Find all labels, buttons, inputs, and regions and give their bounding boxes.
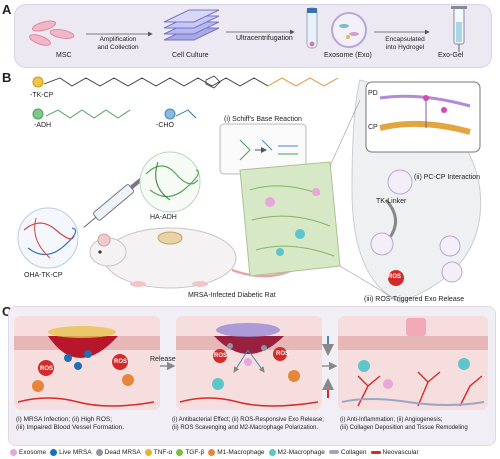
m1-macrophage-icon xyxy=(208,448,216,456)
label-exo-gel: Exo-Gel xyxy=(438,52,464,59)
exosome-icon xyxy=(10,448,17,456)
legend-item-m2: M2-Macrophage xyxy=(268,448,325,456)
label-pd: PD xyxy=(368,90,378,97)
tnf-icon xyxy=(144,448,152,456)
oha-tk-cp-network-icon xyxy=(17,207,79,269)
centrifuge-tube-icon xyxy=(306,7,318,49)
panel-label-c: C xyxy=(2,304,12,319)
collagen-icon xyxy=(328,450,339,454)
tissue-treatment-icon xyxy=(176,316,322,410)
label-msc: MSC xyxy=(56,52,72,59)
label-ros-b: ROS xyxy=(388,274,402,280)
label-ros-release: (iii) ROS-Triggered Exo Release xyxy=(364,296,465,303)
ha-adh-network-icon xyxy=(139,151,201,213)
caption-treatment: (i) Antibacterial Effect; (ii) ROS-Respo… xyxy=(172,417,324,431)
tk-cp-structure-icon xyxy=(32,75,339,89)
schiff-reaction-box xyxy=(219,123,307,175)
dead-mrsa-icon xyxy=(95,448,103,456)
mechanism-zoom-circle xyxy=(351,79,482,303)
zoom-line-top xyxy=(329,99,361,167)
syringe-icon xyxy=(451,6,467,52)
neovascular-icon xyxy=(370,450,381,454)
label-amplification: Amplification and Collection xyxy=(97,36,139,51)
adh-structure-icon xyxy=(32,108,131,120)
m2-macrophage-icon xyxy=(268,448,276,456)
tgf-icon xyxy=(176,448,184,456)
tissue-infected-icon xyxy=(14,316,160,410)
label-tk-linker: TK-Linker xyxy=(376,198,407,205)
label-release: Release xyxy=(150,356,176,363)
label-tk-cp: -TK-CP xyxy=(30,92,54,99)
label-ros-c1: ROS xyxy=(40,366,54,372)
cho-structure-icon xyxy=(164,108,197,120)
legend-item-neovascular: Neovascular xyxy=(370,449,419,456)
gel-block-zoom-icon xyxy=(239,161,341,277)
caption-infected: (i) MRSA Infection; (ii) High ROS; (iii)… xyxy=(16,416,125,431)
label-encapsulated: Encapsulated into Hydrogel xyxy=(385,36,425,51)
label-cell-culture: Cell Culture xyxy=(172,52,209,59)
label-ros-c3: ROS xyxy=(214,353,228,359)
legend-item-live-mrsa: Live MRSA xyxy=(50,448,92,456)
panel-a-background xyxy=(14,4,492,68)
panel-b-graphics xyxy=(17,75,482,303)
legend-item-m1: M1-Macrophage xyxy=(208,448,265,456)
label-cho: -CHO xyxy=(156,122,174,129)
label-schiff: (i) Schiff's Base Reaction xyxy=(224,116,302,123)
label-cp: CP xyxy=(368,124,378,131)
legend-item-exosome: Exosome xyxy=(10,448,46,456)
label-ros-c4: ROS xyxy=(276,351,290,357)
label-rat: MRSA-Infected Diabetic Rat xyxy=(188,292,276,299)
tissue-healed-icon xyxy=(338,316,488,410)
panel-c-graphics xyxy=(14,316,488,410)
caption-healed: (i) Anti-Inflammation; (ii) Angiogenesis… xyxy=(340,417,468,431)
live-mrsa-icon xyxy=(50,448,58,456)
exosome-icon xyxy=(331,12,367,48)
label-pd-cp: (ii) PC-CP Interaction xyxy=(414,174,481,181)
label-exosome: Exosome (Exo) xyxy=(324,52,372,59)
legend-item-tnf: TNF-α xyxy=(144,448,172,456)
msc-cells-icon xyxy=(29,20,75,46)
zoom-line-bottom xyxy=(339,265,401,303)
legend-item-collagen: Collagen xyxy=(328,449,367,456)
legend: Exosome Live MRSA Dead MRSA TNF-α TGF-β … xyxy=(10,446,496,458)
label-adh: -ADH xyxy=(34,122,52,129)
panel-a-graphics xyxy=(29,6,467,52)
panel-label-a: A xyxy=(2,2,12,17)
label-ultracentrifugation: Ultracentrifugation xyxy=(236,35,293,42)
cell-culture-flasks-icon xyxy=(163,9,220,41)
legend-item-tgf: TGF-β xyxy=(176,448,204,456)
label-ha-adh: HA-ADH xyxy=(150,214,177,221)
legend-item-dead-mrsa: Dead MRSA xyxy=(95,448,141,456)
injection-syringe-icon xyxy=(83,177,144,228)
label-oha-tk-cp: OHA-TK-CP xyxy=(24,272,63,279)
panel-label-b: B xyxy=(2,70,12,85)
label-ros-c2: ROS xyxy=(114,359,128,365)
